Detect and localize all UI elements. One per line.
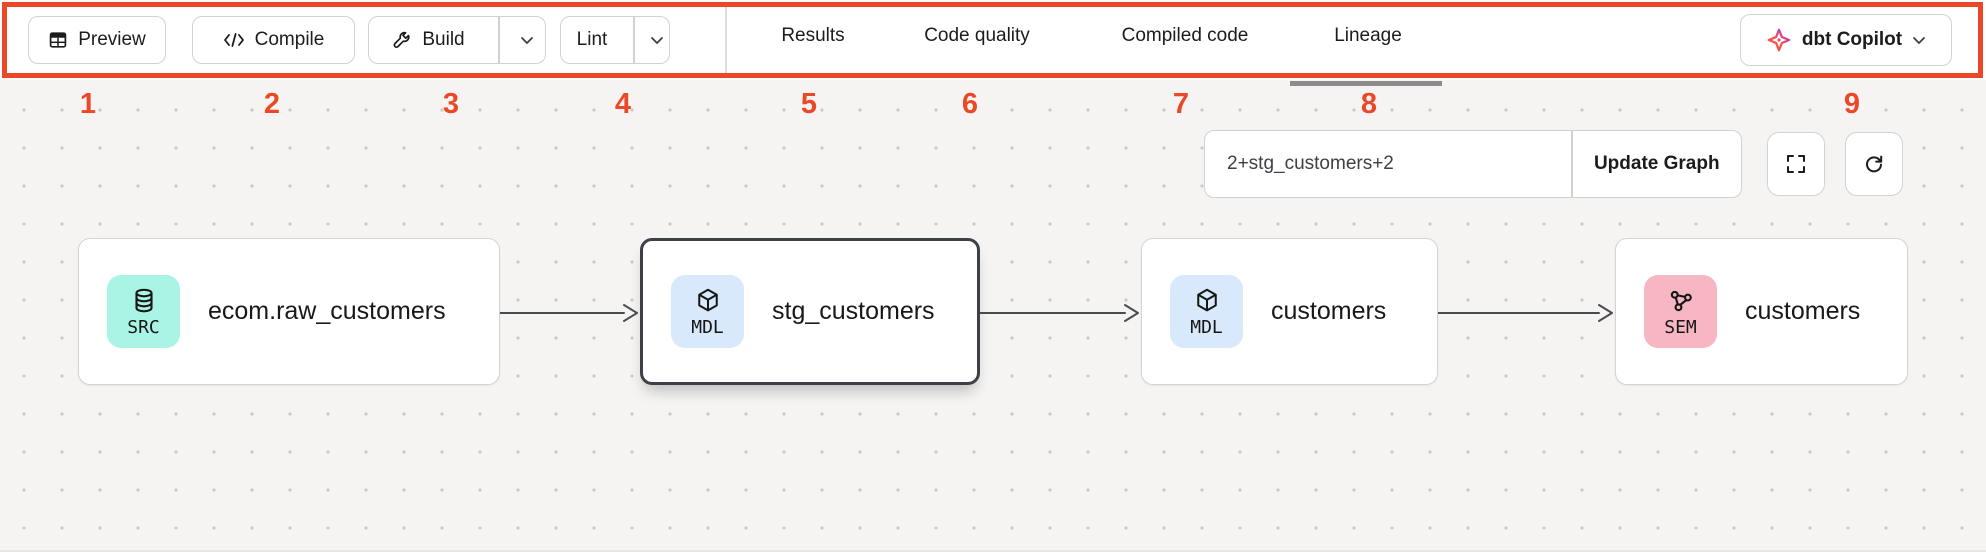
node-label: stg_customers: [772, 297, 935, 325]
badge-label: MDL: [691, 317, 724, 338]
dbt-logo-icon: [1767, 28, 1791, 52]
source-badge: SRC: [107, 275, 180, 348]
tab-compiled-code[interactable]: Compiled code: [1121, 25, 1249, 46]
annotation-number-8: 8: [1360, 88, 1378, 120]
annotation-number-2: 2: [263, 88, 281, 120]
tab-lineage[interactable]: Lineage: [1334, 25, 1402, 46]
lineage-node-customers-model[interactable]: MDL customers: [1141, 238, 1438, 385]
annotation-number-4: 4: [614, 88, 632, 120]
cube-icon: [697, 288, 718, 312]
code-icon: [223, 33, 244, 47]
badge-label: MDL: [1190, 317, 1223, 338]
tab-code-quality[interactable]: Code quality: [924, 25, 1030, 46]
node-label: customers: [1745, 297, 1861, 325]
badge-label: SRC: [127, 317, 160, 338]
model-badge: MDL: [1170, 275, 1243, 348]
lint-button-label: Lint: [576, 29, 608, 50]
lint-split-button: Lint: [560, 16, 670, 64]
compile-button[interactable]: Compile: [192, 16, 355, 64]
annotation-number-6: 6: [961, 88, 979, 120]
database-icon: [134, 288, 153, 313]
node-label: customers: [1271, 297, 1387, 325]
dbt-copilot-button[interactable]: dbt Copilot: [1740, 14, 1952, 66]
lineage-node-stg-customers[interactable]: MDL stg_customers: [640, 238, 980, 385]
update-graph-button[interactable]: Update Graph: [1573, 131, 1742, 197]
divider: [1571, 131, 1573, 197]
lint-menu-button[interactable]: [645, 17, 670, 63]
lineage-node-source[interactable]: SRC ecom.raw_customers: [78, 238, 500, 385]
tab-results[interactable]: Results: [781, 25, 845, 46]
build-button[interactable]: Build: [369, 17, 488, 63]
annotation-number-3: 3: [442, 88, 460, 120]
fullscreen-icon: [1787, 155, 1805, 173]
panel-bottom-edge: [0, 550, 1986, 552]
annotation-number-9: 9: [1843, 88, 1861, 120]
lineage-node-customers-semantic[interactable]: SEM customers: [1615, 238, 1908, 385]
preview-button[interactable]: Preview: [28, 16, 166, 64]
annotation-number-1: 1: [79, 88, 97, 120]
refresh-button[interactable]: [1845, 132, 1903, 196]
toolbar: Preview Compile Build Lint: [0, 0, 1986, 80]
lineage-selector-input[interactable]: [1205, 131, 1571, 197]
compile-button-label: Compile: [254, 29, 325, 50]
table-icon: [49, 32, 67, 48]
annotation-number-5: 5: [800, 88, 818, 120]
active-tab-underline: [1290, 81, 1442, 86]
divider: [498, 17, 500, 63]
build-split-button: Build: [368, 16, 546, 64]
semantic-badge: SEM: [1644, 275, 1717, 348]
cube-icon: [1196, 288, 1217, 312]
build-button-label: Build: [422, 29, 465, 50]
chevron-down-icon: [650, 36, 663, 44]
badge-label: SEM: [1664, 317, 1697, 338]
model-badge: MDL: [671, 275, 744, 348]
graph-nodes-icon: [1670, 290, 1692, 312]
refresh-icon: [1866, 155, 1883, 173]
divider: [633, 17, 635, 63]
preview-button-label: Preview: [78, 29, 146, 50]
node-label: ecom.raw_customers: [208, 297, 446, 325]
fullscreen-button[interactable]: [1767, 132, 1825, 196]
toolbar-section-divider: [725, 6, 727, 78]
chevron-down-icon: [521, 36, 534, 44]
chevron-down-icon: [1913, 36, 1926, 44]
lint-button[interactable]: Lint: [561, 17, 623, 63]
dbt-copilot-label: dbt Copilot: [1801, 29, 1903, 50]
build-menu-button[interactable]: [510, 17, 546, 63]
wrench-icon: [393, 31, 411, 48]
lineage-selector-group: Update Graph: [1204, 130, 1742, 198]
annotation-number-7: 7: [1172, 88, 1190, 120]
